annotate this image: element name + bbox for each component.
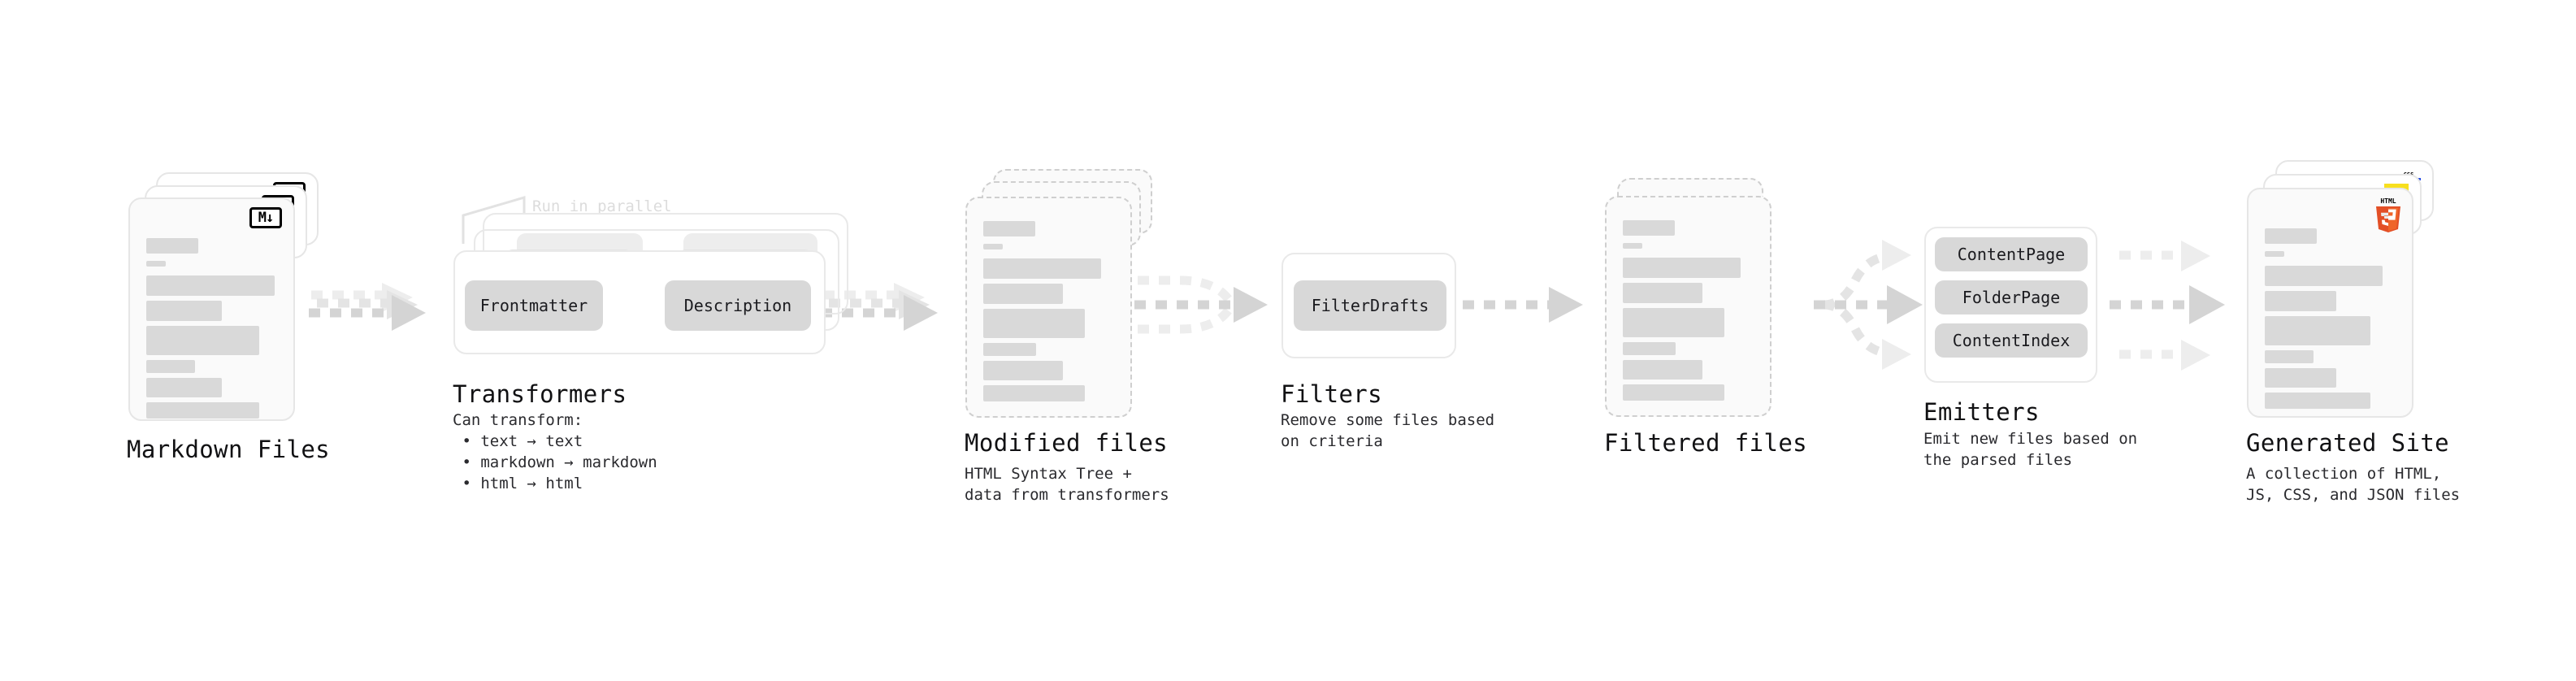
markdown-file-card-front: M↓ <box>128 197 295 421</box>
skeleton-line <box>146 378 222 397</box>
run-in-parallel-label: Run in parallel <box>532 197 672 215</box>
transformer-node-frontmatter[interactable]: Frontmatter <box>465 280 603 331</box>
skeleton-line <box>2265 291 2336 311</box>
stage-title-transformers: Transformers <box>453 380 627 408</box>
skeleton-line <box>146 360 195 373</box>
markdown-logo-icon: M↓ <box>249 207 282 228</box>
skeleton-line <box>983 361 1063 380</box>
stage-title-generated-site: Generated Site <box>2246 429 2450 457</box>
skeleton-line <box>146 238 198 254</box>
skeleton-line <box>2265 368 2336 388</box>
skeleton-line <box>2265 251 2284 257</box>
skeleton-line <box>146 261 166 267</box>
skeleton-line <box>2265 228 2317 244</box>
skeleton-line <box>2265 393 2370 409</box>
skeleton-line <box>1623 243 1642 249</box>
emitter-node-contentindex[interactable]: ContentIndex <box>1935 323 2088 358</box>
filtered-file-card-front <box>1605 196 1772 417</box>
skeleton-line <box>983 309 1085 338</box>
skeleton-line <box>1623 220 1675 236</box>
skeleton-line <box>2265 266 2383 286</box>
skeleton-line <box>983 284 1063 304</box>
skeleton-line <box>1623 360 1702 380</box>
stage-desc-modified-files: HTML Syntax Tree + data from transformer… <box>965 465 1169 504</box>
skeleton-line <box>146 326 259 355</box>
html5-logo-icon: HTML <box>2376 197 2400 232</box>
site-file-card-html: HTML <box>2247 188 2413 418</box>
skeleton-line <box>2265 316 2370 345</box>
skeleton-line <box>1623 258 1741 278</box>
stage-title-emitters: Emitters <box>1923 398 2040 426</box>
emitter-node-folderpage[interactable]: FolderPage <box>1935 280 2088 314</box>
arrow-emitters-to-site <box>2110 241 2225 371</box>
skeleton-line <box>2265 350 2314 363</box>
stage-desc-emitters: Emit new files based on the parsed files <box>1923 430 2138 469</box>
stage-title-filtered-files: Filtered files <box>1604 429 1808 457</box>
skeleton-line <box>1623 308 1724 337</box>
skeleton-line <box>983 221 1035 236</box>
stage-title-filters: Filters <box>1281 380 1383 408</box>
skeleton-line <box>983 385 1085 401</box>
skeleton-line <box>983 343 1036 356</box>
stage-desc-generated-site: A collection of HTML, JS, CSS, and JSON … <box>2246 465 2461 504</box>
arrow-filters-to-filtered <box>1463 287 1583 323</box>
emitter-node-contentpage[interactable]: ContentPage <box>1935 237 2088 271</box>
arrow-modified-to-filters <box>1134 275 1268 334</box>
stage-title-modified-files: Modified files <box>965 429 1169 457</box>
skeleton-line <box>146 402 259 419</box>
stage-desc-filters: Remove some files based on criteria <box>1281 411 1495 450</box>
skeleton-line <box>1623 342 1676 355</box>
transformer-node-description[interactable]: Description <box>665 280 811 331</box>
skeleton-line <box>983 258 1101 279</box>
arrow-markdown-to-transformers <box>309 283 426 331</box>
skeleton-line <box>1623 384 1724 401</box>
stage-desc-transformers: Can transform: • text → text • markdown … <box>453 411 657 492</box>
skeleton-line <box>983 244 1003 249</box>
skeleton-line <box>146 301 222 321</box>
filter-node-filterdrafts[interactable]: FilterDrafts <box>1294 280 1446 331</box>
modified-file-card-front <box>965 197 1132 418</box>
stage-title-markdown-files: Markdown Files <box>127 436 331 463</box>
arrow-filtered-to-emitters <box>1814 240 1923 370</box>
svg-text:HTML: HTML <box>2380 197 2396 205</box>
skeleton-line <box>146 275 275 296</box>
skeleton-line <box>1623 283 1702 303</box>
